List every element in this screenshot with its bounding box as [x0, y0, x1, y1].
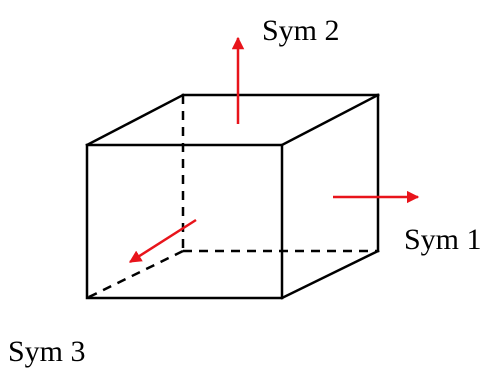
- sym3-arrow: [128, 218, 197, 264]
- sym1-label: Sym 1: [404, 223, 482, 256]
- symmetry-arrows: [128, 36, 420, 264]
- hidden-edge-depth: [86, 249, 184, 300]
- hidden-edges: [86, 95, 378, 300]
- axis-labels: Sym 2 Sym 1 Sym 3: [8, 14, 482, 368]
- top-edge-right: [280, 93, 380, 147]
- sym3-label: Sym 3: [8, 335, 86, 368]
- front-face: [85, 143, 284, 300]
- top-edge-left: [85, 93, 185, 147]
- bottom-edge-right: [280, 249, 380, 300]
- visible-edges: [85, 93, 380, 300]
- sym2-label: Sym 2: [262, 14, 340, 47]
